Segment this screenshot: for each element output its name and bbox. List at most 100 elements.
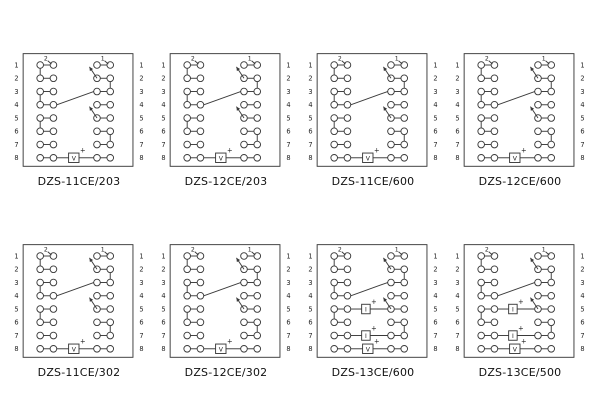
terminal-number-left: 1 — [161, 61, 165, 69]
terminal-number-left: 6 — [14, 318, 18, 326]
terminal-number-right: 7 — [139, 141, 143, 149]
aux-coil-symbol — [497, 303, 535, 314]
terminal-number-right: 7 — [580, 331, 584, 339]
coil-symbol — [350, 152, 388, 163]
terminal-circles — [36, 251, 115, 353]
terminal-number-right: 7 — [580, 141, 584, 149]
terminal-number-left: 5 — [308, 114, 312, 122]
contact-symbols — [47, 250, 109, 309]
terminal-number-left: 5 — [455, 114, 459, 122]
terminal-number-right: 6 — [139, 128, 143, 136]
terminal-number-left: 4 — [14, 101, 18, 109]
plus-sign: + — [227, 337, 233, 345]
terminal-number-left: 4 — [308, 292, 312, 300]
terminal-number-right: 1 — [139, 61, 143, 69]
group-label-right: 1 — [248, 246, 252, 253]
coil-label: V — [366, 346, 371, 353]
group-label-right: 1 — [248, 55, 252, 62]
coil-label: V — [72, 346, 77, 353]
plus-sign: + — [80, 147, 86, 155]
terminal-number-right: 3 — [433, 278, 437, 286]
terminal-number-right: 8 — [286, 345, 290, 353]
terminal-number-right: 7 — [139, 331, 143, 339]
terminal-number-left: 4 — [14, 292, 18, 300]
terminal-number-right: 5 — [580, 114, 584, 122]
terminal-number-left: 6 — [14, 128, 18, 136]
terminal-number-left: 2 — [455, 265, 459, 273]
group-label-right: 1 — [101, 246, 105, 253]
terminal-number-left: 2 — [14, 75, 18, 83]
terminal-number-right: 4 — [580, 101, 584, 109]
coil-symbol — [56, 152, 94, 163]
terminal-number-right: 4 — [580, 292, 584, 300]
group-label-left: 2 — [485, 246, 489, 253]
terminal-number-right: 8 — [433, 154, 437, 162]
terminal-number-left: 7 — [455, 141, 459, 149]
coil-label: V — [219, 346, 224, 353]
terminal-number-left: 2 — [161, 75, 165, 83]
terminal-number-right: 3 — [580, 88, 584, 96]
terminal-number-right: 5 — [433, 305, 437, 313]
terminal-number-right: 1 — [433, 252, 437, 260]
terminal-number-right: 6 — [580, 128, 584, 136]
terminal-number-left: 7 — [308, 331, 312, 339]
coil-symbol — [203, 152, 241, 163]
group-label-right: 1 — [395, 55, 399, 62]
terminal-number-left: 7 — [455, 331, 459, 339]
terminal-number-left: 7 — [14, 141, 18, 149]
coil-symbol — [56, 343, 94, 354]
panel-border — [22, 243, 134, 358]
contact-symbols — [47, 60, 109, 119]
aux-coil-symbol — [350, 303, 388, 314]
terminal-number-left: 1 — [14, 61, 18, 69]
terminal-number-right: 4 — [139, 101, 143, 109]
terminal-number-right: 2 — [286, 75, 290, 83]
plus-sign: + — [374, 147, 380, 155]
group-label-left: 2 — [485, 55, 489, 62]
panel-border — [463, 243, 575, 358]
terminal-number-right: 2 — [139, 265, 143, 273]
terminal-number-left: 3 — [308, 278, 312, 286]
terminal-number-right: 8 — [139, 154, 143, 162]
terminal-number-left: 1 — [455, 61, 459, 69]
terminal-number-left: 8 — [14, 154, 18, 162]
terminal-number-left: 6 — [455, 318, 459, 326]
panel-caption: DZS-13CE/600 — [331, 365, 415, 379]
aux-coil-label: I — [512, 333, 514, 340]
terminal-number-right: 2 — [433, 75, 437, 83]
terminal-number-left: 1 — [308, 61, 312, 69]
terminal-number-right: 8 — [580, 154, 584, 162]
coil-symbol — [497, 343, 535, 354]
terminal-circles — [330, 61, 409, 162]
terminal-number-left: 5 — [161, 114, 165, 122]
panel-caption: DZS-13CE/500 — [478, 365, 562, 379]
contact-symbols — [488, 60, 550, 119]
group-label-right: 1 — [395, 246, 399, 253]
terminal-number-right: 3 — [139, 88, 143, 96]
terminal-number-right: 1 — [139, 252, 143, 260]
terminal-number-left: 5 — [161, 305, 165, 313]
terminal-number-right: 4 — [286, 292, 290, 300]
terminal-number-left: 4 — [455, 292, 459, 300]
terminal-number-left: 8 — [308, 345, 312, 353]
terminal-number-right: 8 — [286, 154, 290, 162]
panel-border — [169, 53, 281, 167]
terminal-number-right: 5 — [433, 114, 437, 122]
terminal-number-left: 3 — [14, 88, 18, 96]
terminal-number-left: 4 — [161, 101, 165, 109]
contact-symbols — [194, 60, 256, 119]
terminal-number-left: 2 — [161, 265, 165, 273]
panel-caption: DZS-12CE/203 — [184, 175, 268, 188]
terminal-number-left: 5 — [455, 305, 459, 313]
group-label-left: 2 — [338, 55, 342, 62]
terminal-number-left: 8 — [161, 345, 165, 353]
